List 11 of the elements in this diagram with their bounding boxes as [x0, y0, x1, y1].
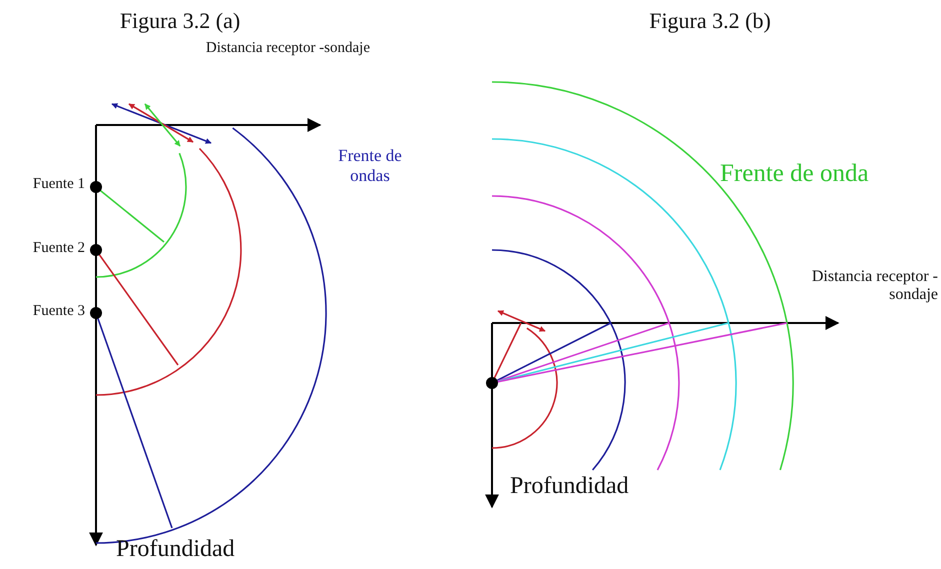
- source-label: Fuente 1: [32, 176, 85, 194]
- source-label: Fuente 2: [32, 240, 85, 258]
- axis-label: Profundidad: [510, 473, 630, 501]
- wavefront-label: Frente de onda: [720, 160, 870, 189]
- axis-label: Distancia receptor - sondaje: [810, 268, 938, 305]
- figure-title: Figura 3.2 (a): [118, 8, 242, 34]
- source-label: Fuente 3: [32, 303, 85, 320]
- axis-label: Profundidad: [116, 536, 236, 564]
- figure-title: Figura 3.2 (b): [648, 8, 772, 34]
- wavefront-label: Frente de ondas: [337, 146, 403, 186]
- axis-label: Distancia receptor -sondaje: [204, 40, 370, 58]
